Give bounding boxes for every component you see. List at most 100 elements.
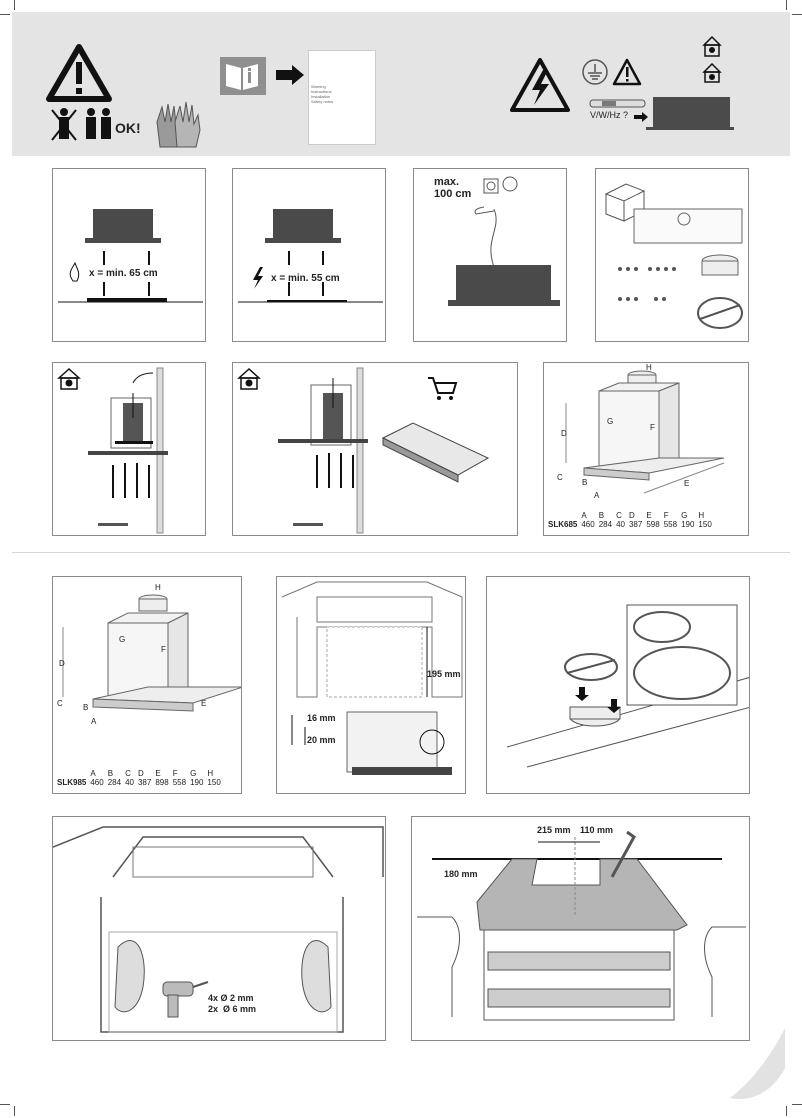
safety-header: OK! V/W/Hz ? [12,12,790,156]
manual-line: Warning [311,84,326,89]
dim-value: 190 [190,778,204,787]
dim-header: G [681,511,688,520]
dim-header: C [125,769,131,778]
dim-value: 150 [207,778,221,787]
height-195-label: 195 mm [427,669,461,679]
manual-line: Instructions [311,89,332,94]
dim-value: 387 [137,778,152,787]
ok-label: OK! [115,120,141,136]
section-divider [12,552,790,553]
offset-16-label: 16 mm [307,713,336,723]
dim-header: G [190,769,197,778]
dim-header: B [107,769,114,778]
dim-b-label: B [582,478,588,487]
dim-value: 190 [681,520,695,529]
dimensions-slk985-panel: H G F D C B A E A B C D E F G H SLK985 4… [52,576,242,794]
cart-icon [428,377,458,400]
dim-value: 387 [628,520,643,529]
dim-g-label: G [119,635,126,644]
dim-d-label: D [59,659,65,668]
dim-a-label: A [91,717,97,726]
cutout-panel: 215 mm 110 mm 180 mm [411,816,750,1041]
cabinet-measure-panel: 195 mm 16 mm 20 mm [276,576,466,794]
dim-value: 40 [616,520,625,529]
dim-header: E [155,769,161,778]
dim-value: 558 [663,520,678,529]
dim-header: E [646,511,652,520]
exhaust-icon [702,62,722,83]
dim-value: 284 [598,520,613,529]
dim-value: 284 [107,778,122,787]
no-single-person-icon [51,108,77,141]
drill-2mm-label: 4x Ø 2 mm [208,993,254,1003]
flange-fitting-panel [486,576,750,794]
lightning-icon [253,267,263,289]
arrow-icon [276,65,304,85]
manual-page: Warning Instructions Installation Safety… [308,50,376,145]
exhaust-install-panel [232,362,518,536]
header-graphics [46,35,734,148]
dim-a-label: A [594,491,600,500]
voltage-tester-icon [589,99,646,108]
electric-shock-icon [510,58,570,112]
dim-f-label: F [161,645,166,654]
dim-g-label: G [607,417,614,426]
dim-value: 460 [581,520,595,529]
cable-max-label: max. 100 cm [434,176,472,200]
dim-header: D [628,511,635,520]
dim-c-label: C [57,699,63,708]
dim-b-label: B [83,703,89,712]
gas-distance-label: x = min. 65 cm [89,268,158,279]
dimensions-slk685-panel: H G F D C B A E A B C D E F G H SLK685 4… [543,362,749,536]
page-curl-icon [730,1028,785,1099]
dim-value: 150 [698,520,712,529]
dim-e-label: E [684,479,690,488]
manual-line: Safety notes [311,99,334,104]
dim-header: F [172,769,178,778]
model-name: SLK985 [57,778,87,787]
offset-20-label: 20 mm [307,735,336,745]
dim-value: 460 [90,778,104,787]
electric-clearance-panel: x = min. 55 cm [232,168,386,342]
dim-header: B [598,511,605,520]
dim-value: 40 [125,778,134,787]
dim-header: C [616,511,622,520]
small-warning-icon [612,58,642,86]
cutout-110-label: 110 mm [580,825,614,835]
warning-icon [46,44,112,102]
exhaust-icon [237,367,261,390]
drill-6mm-label: 2x Ø 6 mm [208,1004,257,1014]
dim-header: A [581,511,587,520]
dim-value: 598 [646,520,660,529]
cutout-180-label: 180 mm [444,869,478,879]
dim-c-label: C [557,473,563,482]
recirculation-icon [57,367,81,390]
ground-icon [582,59,608,85]
dim-h-label: H [155,583,161,592]
dim-value: 558 [172,778,187,787]
dim-header: D [137,769,144,778]
cutout-215-label: 215 mm [537,825,571,835]
slk685-dimension-table: A B C D E F G H SLK685 460 284 40 387 59… [546,511,714,529]
dim-e-label: E [201,699,207,708]
dim-f-label: F [650,423,655,432]
dim-header: F [663,511,669,520]
gas-clearance-panel: x = min. 65 cm [52,168,206,342]
recirculation-install-panel [52,362,206,536]
dim-header: A [90,769,96,778]
dim-d-label: D [561,429,567,438]
slk985-dimension-table: A B C D E F G H SLK985 460 284 40 387 89… [55,769,223,787]
gas-flame-icon [69,261,80,282]
gloves-icon [156,101,201,148]
manual-line: Installation [311,94,331,99]
power-check-label: V/W/Hz ? [590,110,629,120]
model-name: SLK685 [548,520,578,529]
drill-icon [162,981,209,1018]
electric-distance-label: x = min. 55 cm [271,273,340,284]
dim-value: 898 [155,778,169,787]
two-persons-ok-icon [86,108,111,139]
cable-length-panel: max. 100 cm [413,168,567,342]
drilling-panel: 4x Ø 2 mm 2x Ø 6 mm [52,816,386,1041]
package-contents-panel [595,168,749,342]
dim-header: H [207,769,214,778]
